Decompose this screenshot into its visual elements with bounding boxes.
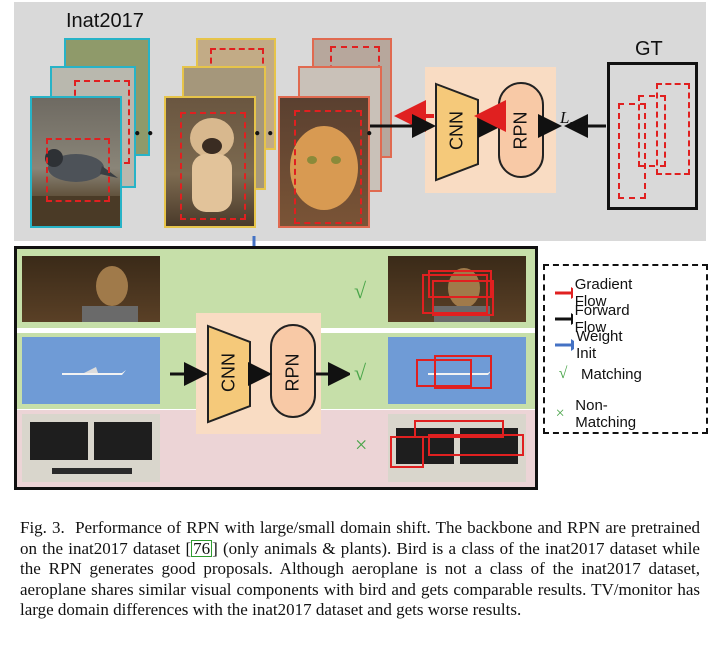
ellipsis-dots: . (366, 112, 373, 141)
figure-label: Fig. 3. (20, 518, 65, 537)
cat-shape-icon (290, 126, 358, 210)
bird-result-mark: √ (354, 278, 367, 303)
bird-image (30, 96, 122, 228)
loss-label: Lrpn (560, 108, 586, 131)
ground-truth-box (607, 62, 698, 210)
dog-image (164, 96, 256, 228)
ellipsis-dots: . . (134, 112, 154, 141)
legend-label: Forward Flow (574, 302, 630, 336)
ellipsis-dots: . . (254, 112, 274, 141)
caption-text-part-2: (only animals & plants). Bird is a class… (20, 538, 700, 620)
aeroplane-icon (428, 370, 492, 375)
dog-shape-icon (190, 118, 234, 212)
red-arrow-icon (555, 287, 573, 299)
aeroplane-output-image (388, 337, 526, 404)
aeroplane-result-mark: √ (354, 360, 367, 385)
tv-monitor-result-mark: × (355, 432, 368, 457)
blue-arrow-icon (555, 339, 575, 351)
legend-label: Matching (581, 365, 642, 383)
cross-icon: × (555, 405, 565, 422)
citation-link[interactable]: 76 (191, 538, 213, 558)
bottom-rpn-pill (270, 324, 316, 418)
legend-label: Non-Matching (575, 397, 637, 431)
loss-symbol: L (560, 108, 570, 127)
aeroplane-input-image (22, 337, 160, 404)
perched-bird-icon (82, 266, 138, 322)
caption-text-part-1: Performance of RPN with large/small doma… (20, 518, 701, 558)
top-arrows (370, 100, 606, 138)
bottom-forward-arrows (170, 362, 350, 386)
loss-subscript: rpn (569, 116, 587, 131)
monitors-icon (30, 422, 152, 474)
check-icon: √ (558, 365, 568, 382)
figure-caption: Fig. 3. Performance of RPN with large/sm… (20, 518, 701, 620)
top-cnn-trapezoid-icon (435, 82, 479, 182)
cat-image (278, 96, 370, 228)
legend-label: Gradient Flow (574, 276, 633, 310)
legend-label: Weight Init (576, 328, 623, 362)
gt-label: GT (635, 38, 663, 60)
dataset-label: Inat2017 (66, 10, 144, 32)
aeroplane-icon (62, 367, 126, 375)
tv-monitor-output-image (388, 414, 526, 482)
bird-output-image (388, 256, 526, 322)
black-arrow-icon (555, 313, 573, 325)
tv-monitor-input-image (22, 414, 160, 482)
bird-input-image (22, 256, 160, 322)
bottom-cnn-trapezoid-icon (207, 324, 251, 424)
